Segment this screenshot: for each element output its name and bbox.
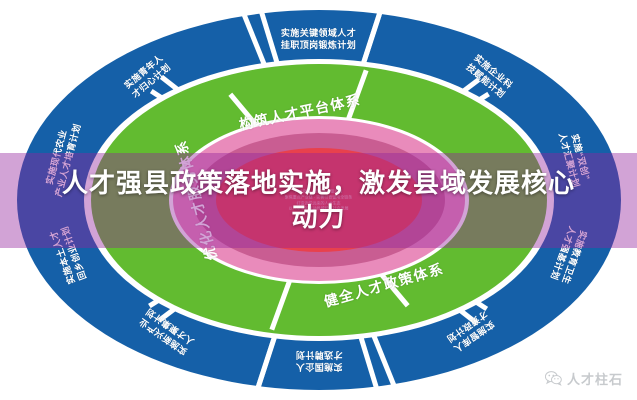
watermark: 人才柱石 xyxy=(544,369,623,388)
center-fine-print: 人才强县 · 县域高质量发展 聚焦重点产业链 · 完善引育留用全链条 打造近悦远… xyxy=(284,188,353,211)
outer-label-bottom: 实施国企人 才选聘计划 xyxy=(295,349,343,372)
wechat-icon xyxy=(544,371,562,386)
ring-core-red xyxy=(215,148,422,252)
overlay-banner: 人才强县政策落地实施，激发县域发展核心动力 xyxy=(0,153,637,248)
watermark-text: 人才柱石 xyxy=(566,372,623,387)
outer-label-top: 实施关键领域人才 挂职顶岗锻炼计划 xyxy=(280,28,357,50)
banner-title: 人才强县政策落地实施，激发县域发展核心动力 xyxy=(61,168,575,232)
